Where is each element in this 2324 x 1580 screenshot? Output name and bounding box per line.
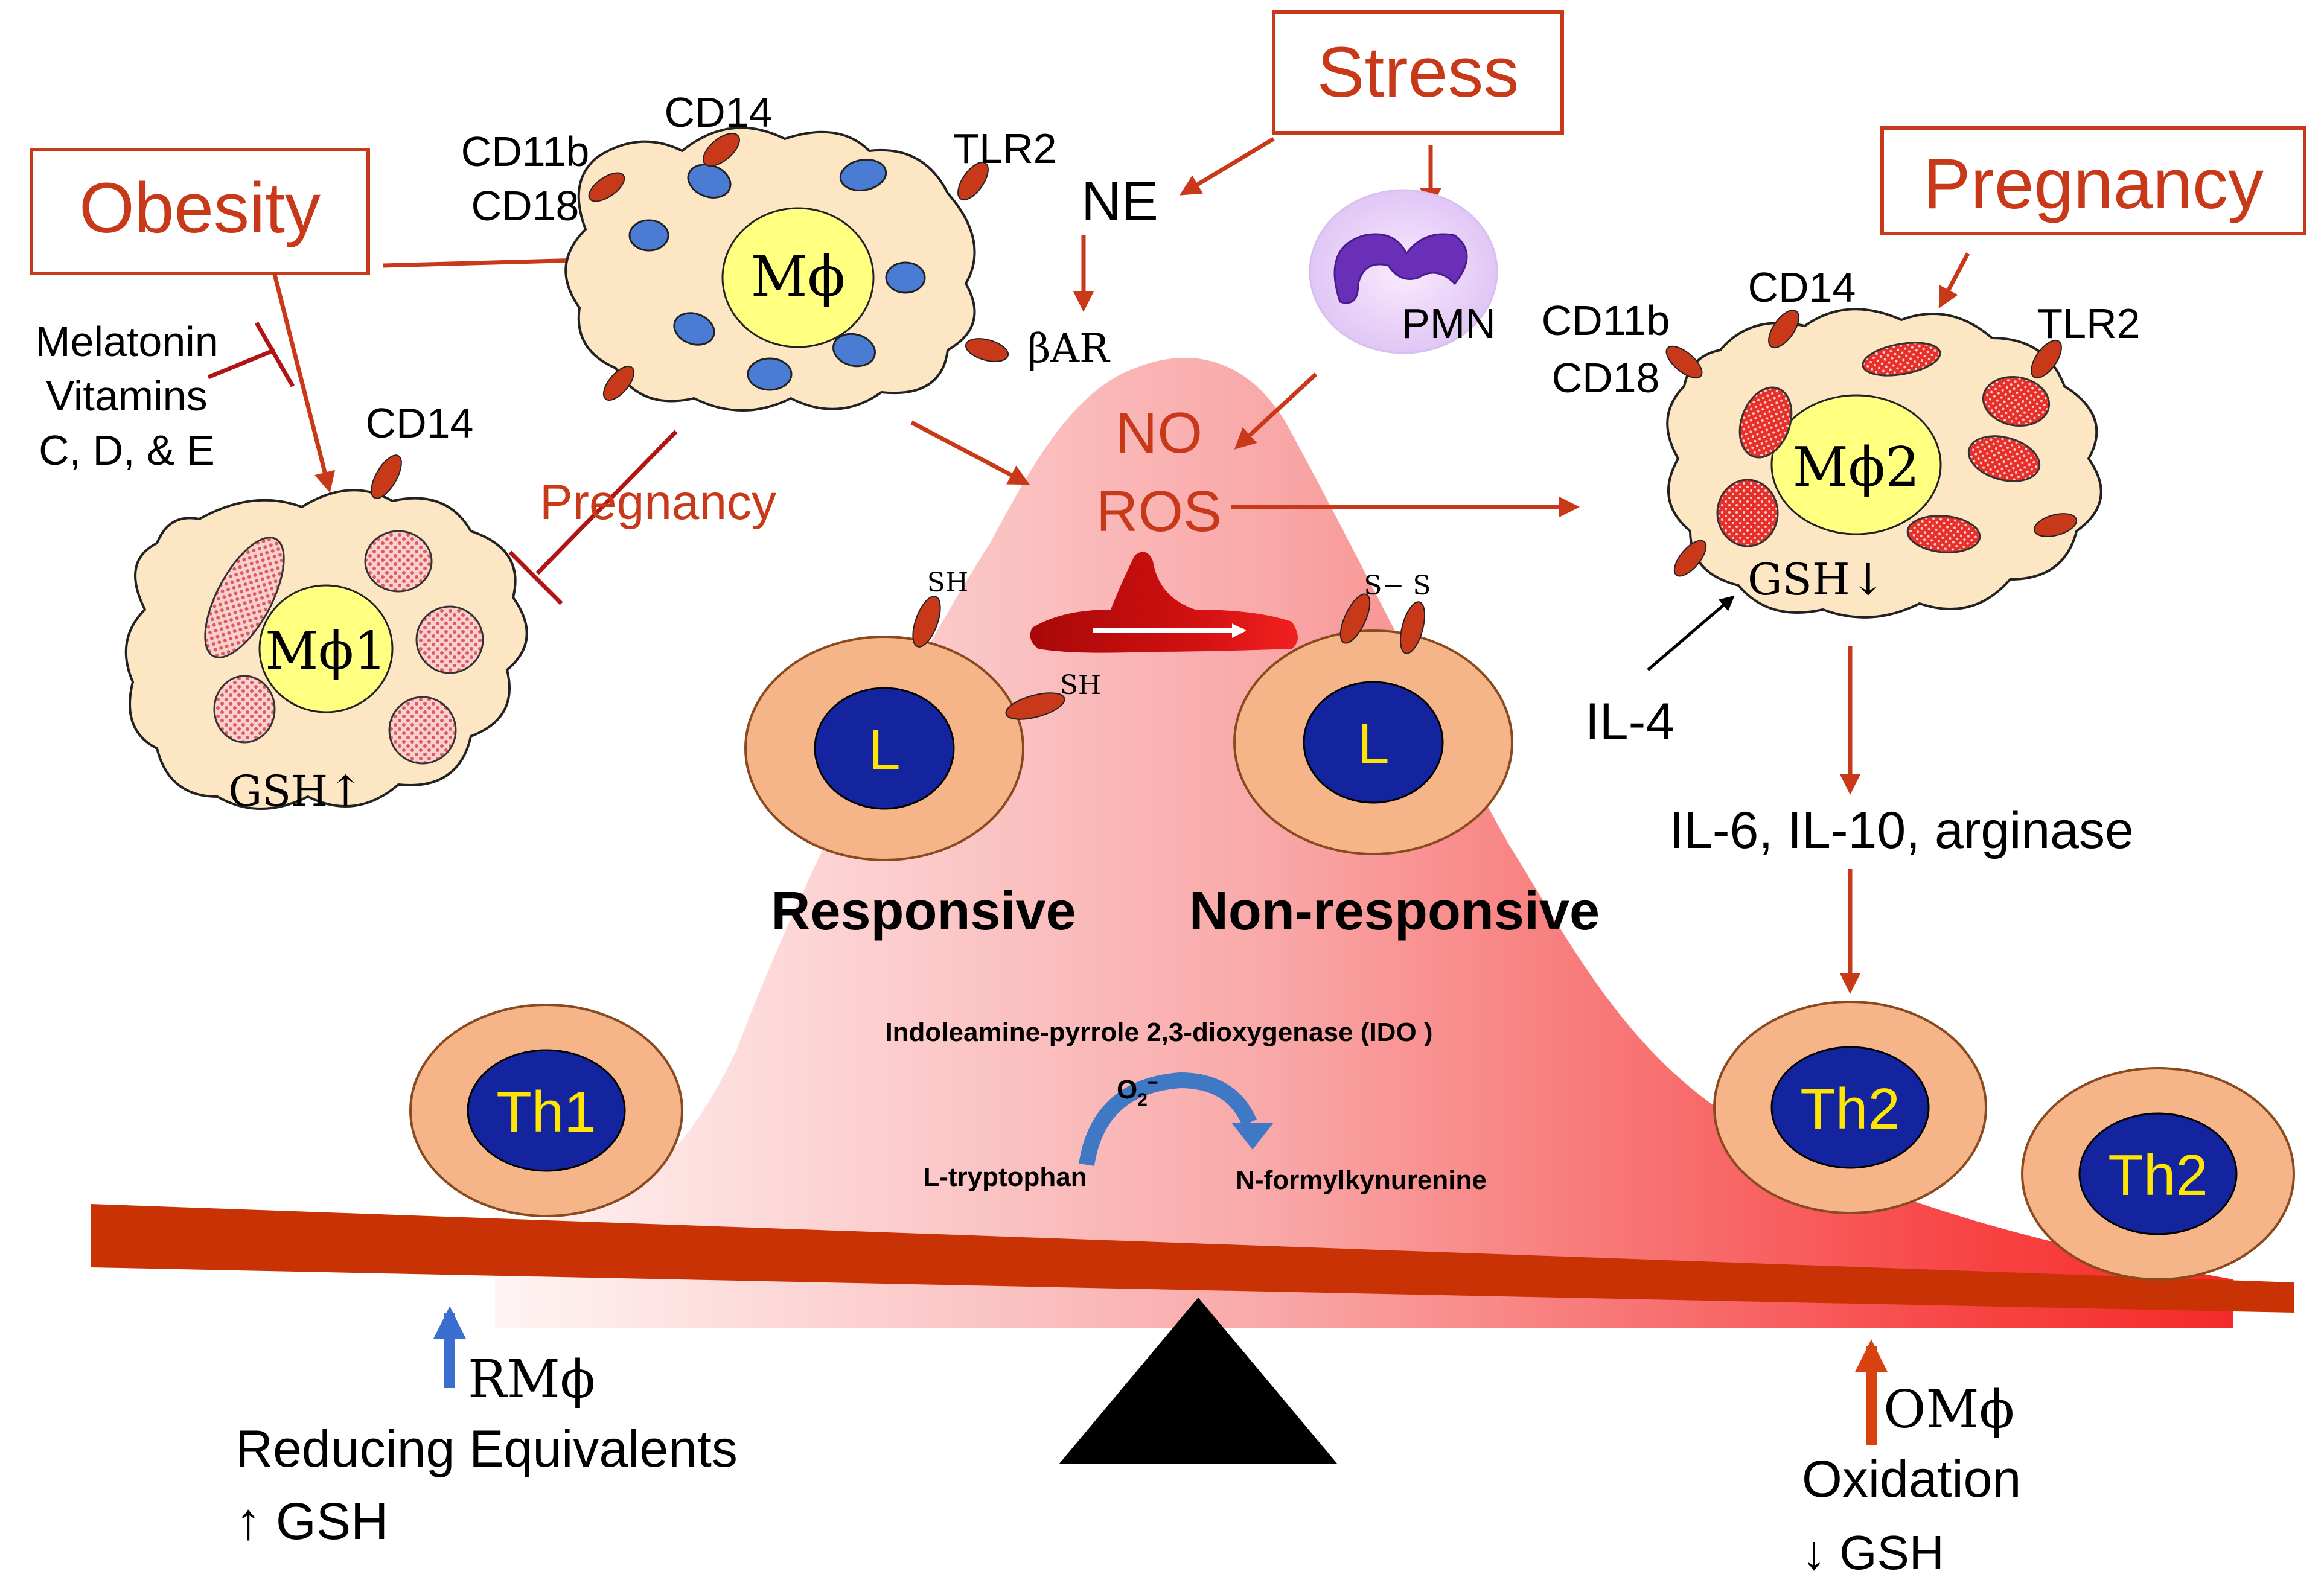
arrow-macrophage-to-mountain <box>910 420 1030 485</box>
no-label: NO <box>1116 401 1202 465</box>
balance-beam <box>91 1204 2294 1313</box>
pmn-label: PMN <box>1402 300 1496 347</box>
inhibit-vitamins-line <box>207 348 276 380</box>
bottom-left-annotation: RMϕ Reducing Equivalents ↑ GSH <box>235 1306 738 1550</box>
pmn-cell: PMN <box>1309 189 1498 354</box>
up-gsh-label: ↑ GSH <box>235 1492 388 1550</box>
m2-label: Mϕ2 <box>1793 436 1920 499</box>
inhibit-pregnancy-line <box>535 430 678 575</box>
ne-label: NE <box>1081 171 1158 232</box>
m2-gsh: GSH↓ <box>1748 554 1886 605</box>
pregnancy-label: Pregnancy <box>1923 144 2264 224</box>
macrophage-tlr2: TLR2 <box>953 125 1056 172</box>
sh-label-2: SH <box>1060 670 1102 701</box>
m1-cd14-receptor <box>371 454 402 499</box>
m2-macrophage: Mϕ2 CD14 CD11b CD18 TLR2 GSH↓ <box>1542 264 2140 619</box>
th1-label: Th1 <box>496 1080 596 1144</box>
ido-substrate: L-tryptophan <box>923 1162 1087 1192</box>
stress-label: Stress <box>1317 33 1519 112</box>
redox-shift-shape <box>1030 552 1298 653</box>
om-label: OMϕ <box>1883 1380 2014 1440</box>
inhibition-lines <box>207 322 678 605</box>
arrow-obesity-to-m1 <box>272 274 336 493</box>
macrophage-receptors <box>588 133 1009 401</box>
m2-cd14: CD14 <box>1748 264 1856 311</box>
arrow-stress-to-ne <box>1179 136 1275 196</box>
ss-label: S− S <box>1364 570 1431 601</box>
m2-cd18: CD18 <box>1552 354 1660 401</box>
th2-label-1: Th2 <box>1800 1077 1900 1141</box>
obesity-box: Obesity <box>30 148 370 275</box>
fulcrum-triangle <box>1059 1298 1337 1464</box>
th1-cell: Th1 <box>409 1004 683 1217</box>
inhibitor-cde: C, D, & E <box>39 427 215 474</box>
obesity-label: Obesity <box>79 168 321 248</box>
pregnancy-box: Pregnancy <box>1880 126 2306 235</box>
sh-label-1: SH <box>927 567 969 598</box>
th2-cell-2: Th2 <box>2021 1067 2295 1281</box>
inhibit-pregnancy-bar <box>508 550 563 605</box>
o2-label: O2− <box>1117 1073 1158 1110</box>
arrow-pregnancy-to-m2 <box>1938 252 1970 309</box>
m1-macrophage: Mϕ1 CD14 GSH↑ <box>124 400 528 816</box>
l-label-responsive: L <box>868 718 900 782</box>
m1-cd14: CD14 <box>366 400 474 447</box>
responsive-label: Responsive <box>771 881 1076 941</box>
ido-reaction: Indoleamine-pyrrole 2,3-dioxygenase (IDO… <box>885 1018 1486 1195</box>
ido-product: N-formylkynurenine <box>1236 1165 1487 1195</box>
arrow-il4-to-m2 <box>1647 595 1735 671</box>
arrow-pmn-to-no <box>1234 372 1318 450</box>
non-responsive-label: Non-responsive <box>1189 881 1600 941</box>
inhibit-vitamins-bar <box>254 322 295 387</box>
oxidation-label: Oxidation <box>1802 1450 2021 1508</box>
inhibitor-vitamins: Vitamins <box>46 372 207 419</box>
stress-box: Stress <box>1272 10 1564 135</box>
center-macrophage: Mϕ CD14 CD11b CD18 TLR2 βAR <box>461 89 1111 412</box>
th2-label-2: Th2 <box>2108 1143 2207 1208</box>
il4-label: IL-4 <box>1585 693 1674 751</box>
rm-label: RMϕ <box>468 1349 595 1410</box>
responsive-lymphocyte: L SH SH <box>744 567 1102 861</box>
macrophage-cd14: CD14 <box>665 89 773 136</box>
pregnancy-inhibit-label: Pregnancy <box>540 475 776 530</box>
non-responsive-lymphocyte: L S− S <box>1233 570 1513 855</box>
cytokines-label: IL-6, IL-10, arginase <box>1669 801 2134 859</box>
macrophage-cd18: CD18 <box>471 182 579 229</box>
macrophage-bar: βAR <box>1027 325 1111 372</box>
m2-cd11b: CD11b <box>1542 297 1670 344</box>
macrophage-label: Mϕ <box>751 244 846 309</box>
bottom-right-annotation: OMϕ Oxidation ↓ GSH <box>1802 1339 2021 1579</box>
reducing-equivalents-label: Reducing Equivalents <box>235 1420 738 1478</box>
m1-label: Mϕ1 <box>265 621 386 681</box>
macrophage-cd11b: CD11b <box>461 128 590 175</box>
th2-cell-1: Th2 <box>1713 1001 1987 1214</box>
ido-title: Indoleamine-pyrrole 2,3-dioxygenase (IDO… <box>885 1018 1432 1047</box>
m1-gsh: GSH↑ <box>228 766 363 816</box>
l-label-non-responsive: L <box>1357 712 1389 776</box>
inhibitor-melatonin: Melatonin <box>35 318 219 365</box>
ros-label: ROS <box>1096 479 1222 544</box>
down-gsh-label: ↓ GSH <box>1802 1526 1944 1579</box>
m2-tlr2: TLR2 <box>2037 300 2140 347</box>
